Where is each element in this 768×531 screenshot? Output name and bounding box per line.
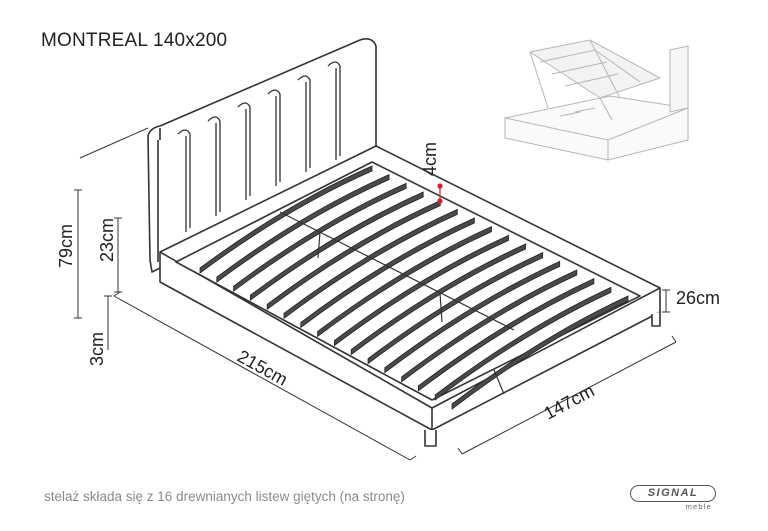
slat-center-rail — [279, 211, 515, 395]
brand-sub: meble — [685, 502, 712, 511]
headboard-channels — [177, 61, 341, 232]
slat — [418, 278, 595, 392]
slat — [334, 234, 509, 347]
inset-storage-bed — [504, 39, 689, 161]
slat — [350, 243, 526, 356]
slat-gap-marker — [437, 183, 443, 204]
slat — [250, 191, 424, 301]
slat — [317, 226, 492, 338]
slat-note: stelaż składa się z 16 drewnianych liste… — [44, 489, 405, 504]
brand-logo: SIGNAL meble — [630, 485, 716, 511]
dimension-3: 3cm — [87, 332, 107, 366]
slat-group — [199, 165, 629, 410]
dimension-23: 23cm — [97, 218, 117, 262]
dimension-215: 215cm — [234, 346, 291, 390]
slat — [199, 165, 373, 274]
slat — [300, 217, 475, 329]
dimension-79: 79cm — [56, 224, 76, 268]
slat — [451, 295, 629, 410]
dimension-147: 147cm — [540, 381, 597, 424]
slat — [216, 174, 390, 283]
slat — [367, 252, 544, 365]
slat — [384, 260, 561, 374]
product-title: MONTREAL 140x200 — [41, 30, 228, 51]
slat — [434, 286, 612, 401]
brand-name: SIGNAL — [630, 485, 716, 502]
slat — [283, 208, 458, 320]
dimension-4: 4cm — [420, 142, 440, 176]
dimension-lines — [74, 127, 677, 461]
slat — [233, 182, 407, 292]
dimension-26: 26cm — [676, 288, 720, 308]
slat — [266, 200, 441, 311]
slat — [401, 269, 578, 383]
